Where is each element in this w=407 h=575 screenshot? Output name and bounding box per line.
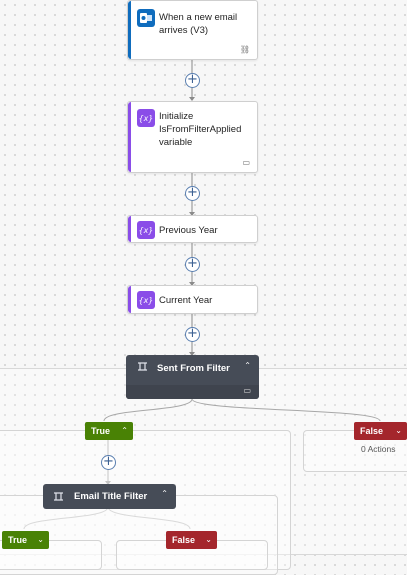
true-branch-toggle[interactable]: True ⌃: [85, 422, 133, 440]
condition-title: Sent From Filter: [157, 363, 230, 374]
variable-accent-stripe: [128, 286, 131, 313]
add-step-button-3[interactable]: +: [185, 257, 200, 272]
chevron-up-icon[interactable]: ⌃: [161, 489, 168, 498]
false-label: False: [360, 426, 384, 436]
comment-icon[interactable]: ▭: [243, 386, 251, 395]
trigger-title: When a new email arrives (V3): [159, 11, 237, 37]
condition-sent-from-filter[interactable]: Sent From Filter ⌃ ▭: [126, 355, 259, 399]
add-step-button-1[interactable]: +: [185, 73, 200, 88]
add-step-button-true-branch[interactable]: +: [101, 455, 116, 470]
chevron-up-icon[interactable]: ⌃: [244, 361, 251, 370]
chevron-down-icon: ⌄: [395, 426, 402, 435]
initialize-variable-card[interactable]: {x} Initialize IsFromFilterApplied varia…: [127, 101, 258, 173]
variable-accent-stripe: [128, 216, 131, 242]
variable-icon: {x}: [137, 291, 155, 309]
variable-accent-stripe: [128, 102, 131, 172]
previous-year-title: Previous Year: [159, 225, 218, 236]
trigger-title-line2: arrives (V3): [159, 25, 209, 36]
comment-icon[interactable]: ▭: [242, 158, 250, 167]
outlook-icon: [137, 9, 155, 27]
true-label: True: [8, 535, 28, 545]
add-step-button-2[interactable]: +: [185, 186, 200, 201]
trigger-card-new-email[interactable]: When a new email arrives (V3) ⛓: [127, 0, 258, 60]
false-label: False: [172, 535, 196, 545]
condition-icon: [138, 362, 147, 374]
connector-lines: [23, 60, 381, 530]
chevron-down-icon: ⌄: [205, 535, 212, 544]
init-title-line2: IsFromFilterApplied: [159, 124, 242, 135]
chevron-up-icon: ⌃: [121, 426, 128, 435]
true-label: True: [91, 426, 111, 436]
variable-icon: {x}: [137, 221, 155, 239]
current-year-card[interactable]: {x} Current Year: [127, 285, 258, 314]
condition-footer: ▭: [126, 385, 259, 399]
variable-icon: {x}: [137, 109, 155, 127]
nested-false-branch-toggle[interactable]: False ⌄: [166, 531, 217, 549]
trigger-accent-stripe: [128, 1, 131, 59]
condition-icon: [54, 492, 63, 504]
init-title-line1: Initialize: [159, 111, 194, 122]
link-icon[interactable]: ⛓: [239, 45, 250, 54]
current-year-title: Current Year: [159, 295, 213, 306]
false-branch-toggle[interactable]: False ⌄: [354, 422, 407, 440]
add-step-button-4[interactable]: +: [185, 327, 200, 342]
false-branch-action-count: 0 Actions: [361, 444, 396, 454]
condition-title: Email Title Filter: [74, 491, 148, 502]
chevron-down-icon: ⌄: [37, 535, 44, 544]
condition-email-title-filter[interactable]: Email Title Filter ⌃: [43, 484, 176, 509]
nested-true-branch-toggle[interactable]: True ⌄: [2, 531, 49, 549]
trigger-title-line1: When a new email: [159, 12, 238, 23]
initialize-variable-title: Initialize IsFromFilterApplied variable: [159, 110, 241, 149]
previous-year-card[interactable]: {x} Previous Year: [127, 215, 258, 243]
init-title-line3: variable: [159, 137, 193, 148]
